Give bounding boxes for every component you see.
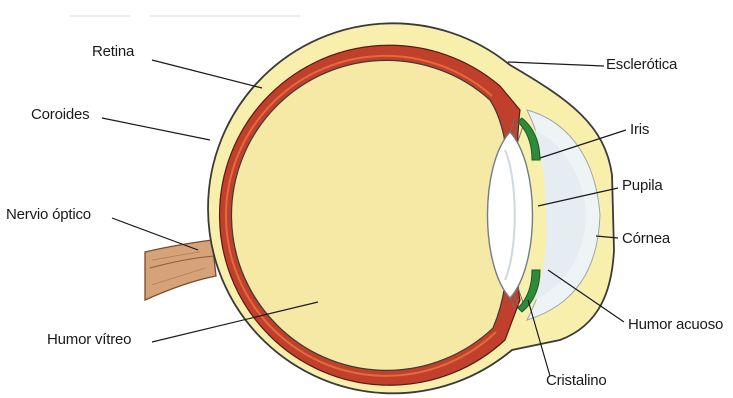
label-esclerotica: Esclerótica: [606, 56, 677, 74]
optic-nerve: [145, 240, 216, 300]
label-retina: Retina: [92, 43, 134, 61]
label-humor-vitreo: Humor vítreo: [47, 331, 131, 349]
label-cristalino: Cristalino: [546, 372, 607, 390]
leader-coroides: [102, 118, 210, 140]
label-iris: Iris: [630, 121, 649, 139]
label-pupila: Pupila: [622, 177, 663, 195]
label-humor-acuoso: Humor acuoso: [628, 316, 723, 334]
leader-esclerotica: [508, 62, 604, 66]
label-cornea: Córnea: [622, 230, 670, 248]
label-coroides: Coroides: [31, 106, 89, 124]
leader-nervio-optico: [112, 218, 198, 250]
leader-retina: [152, 60, 262, 88]
label-nervio-optico: Nervio óptico: [6, 206, 91, 224]
